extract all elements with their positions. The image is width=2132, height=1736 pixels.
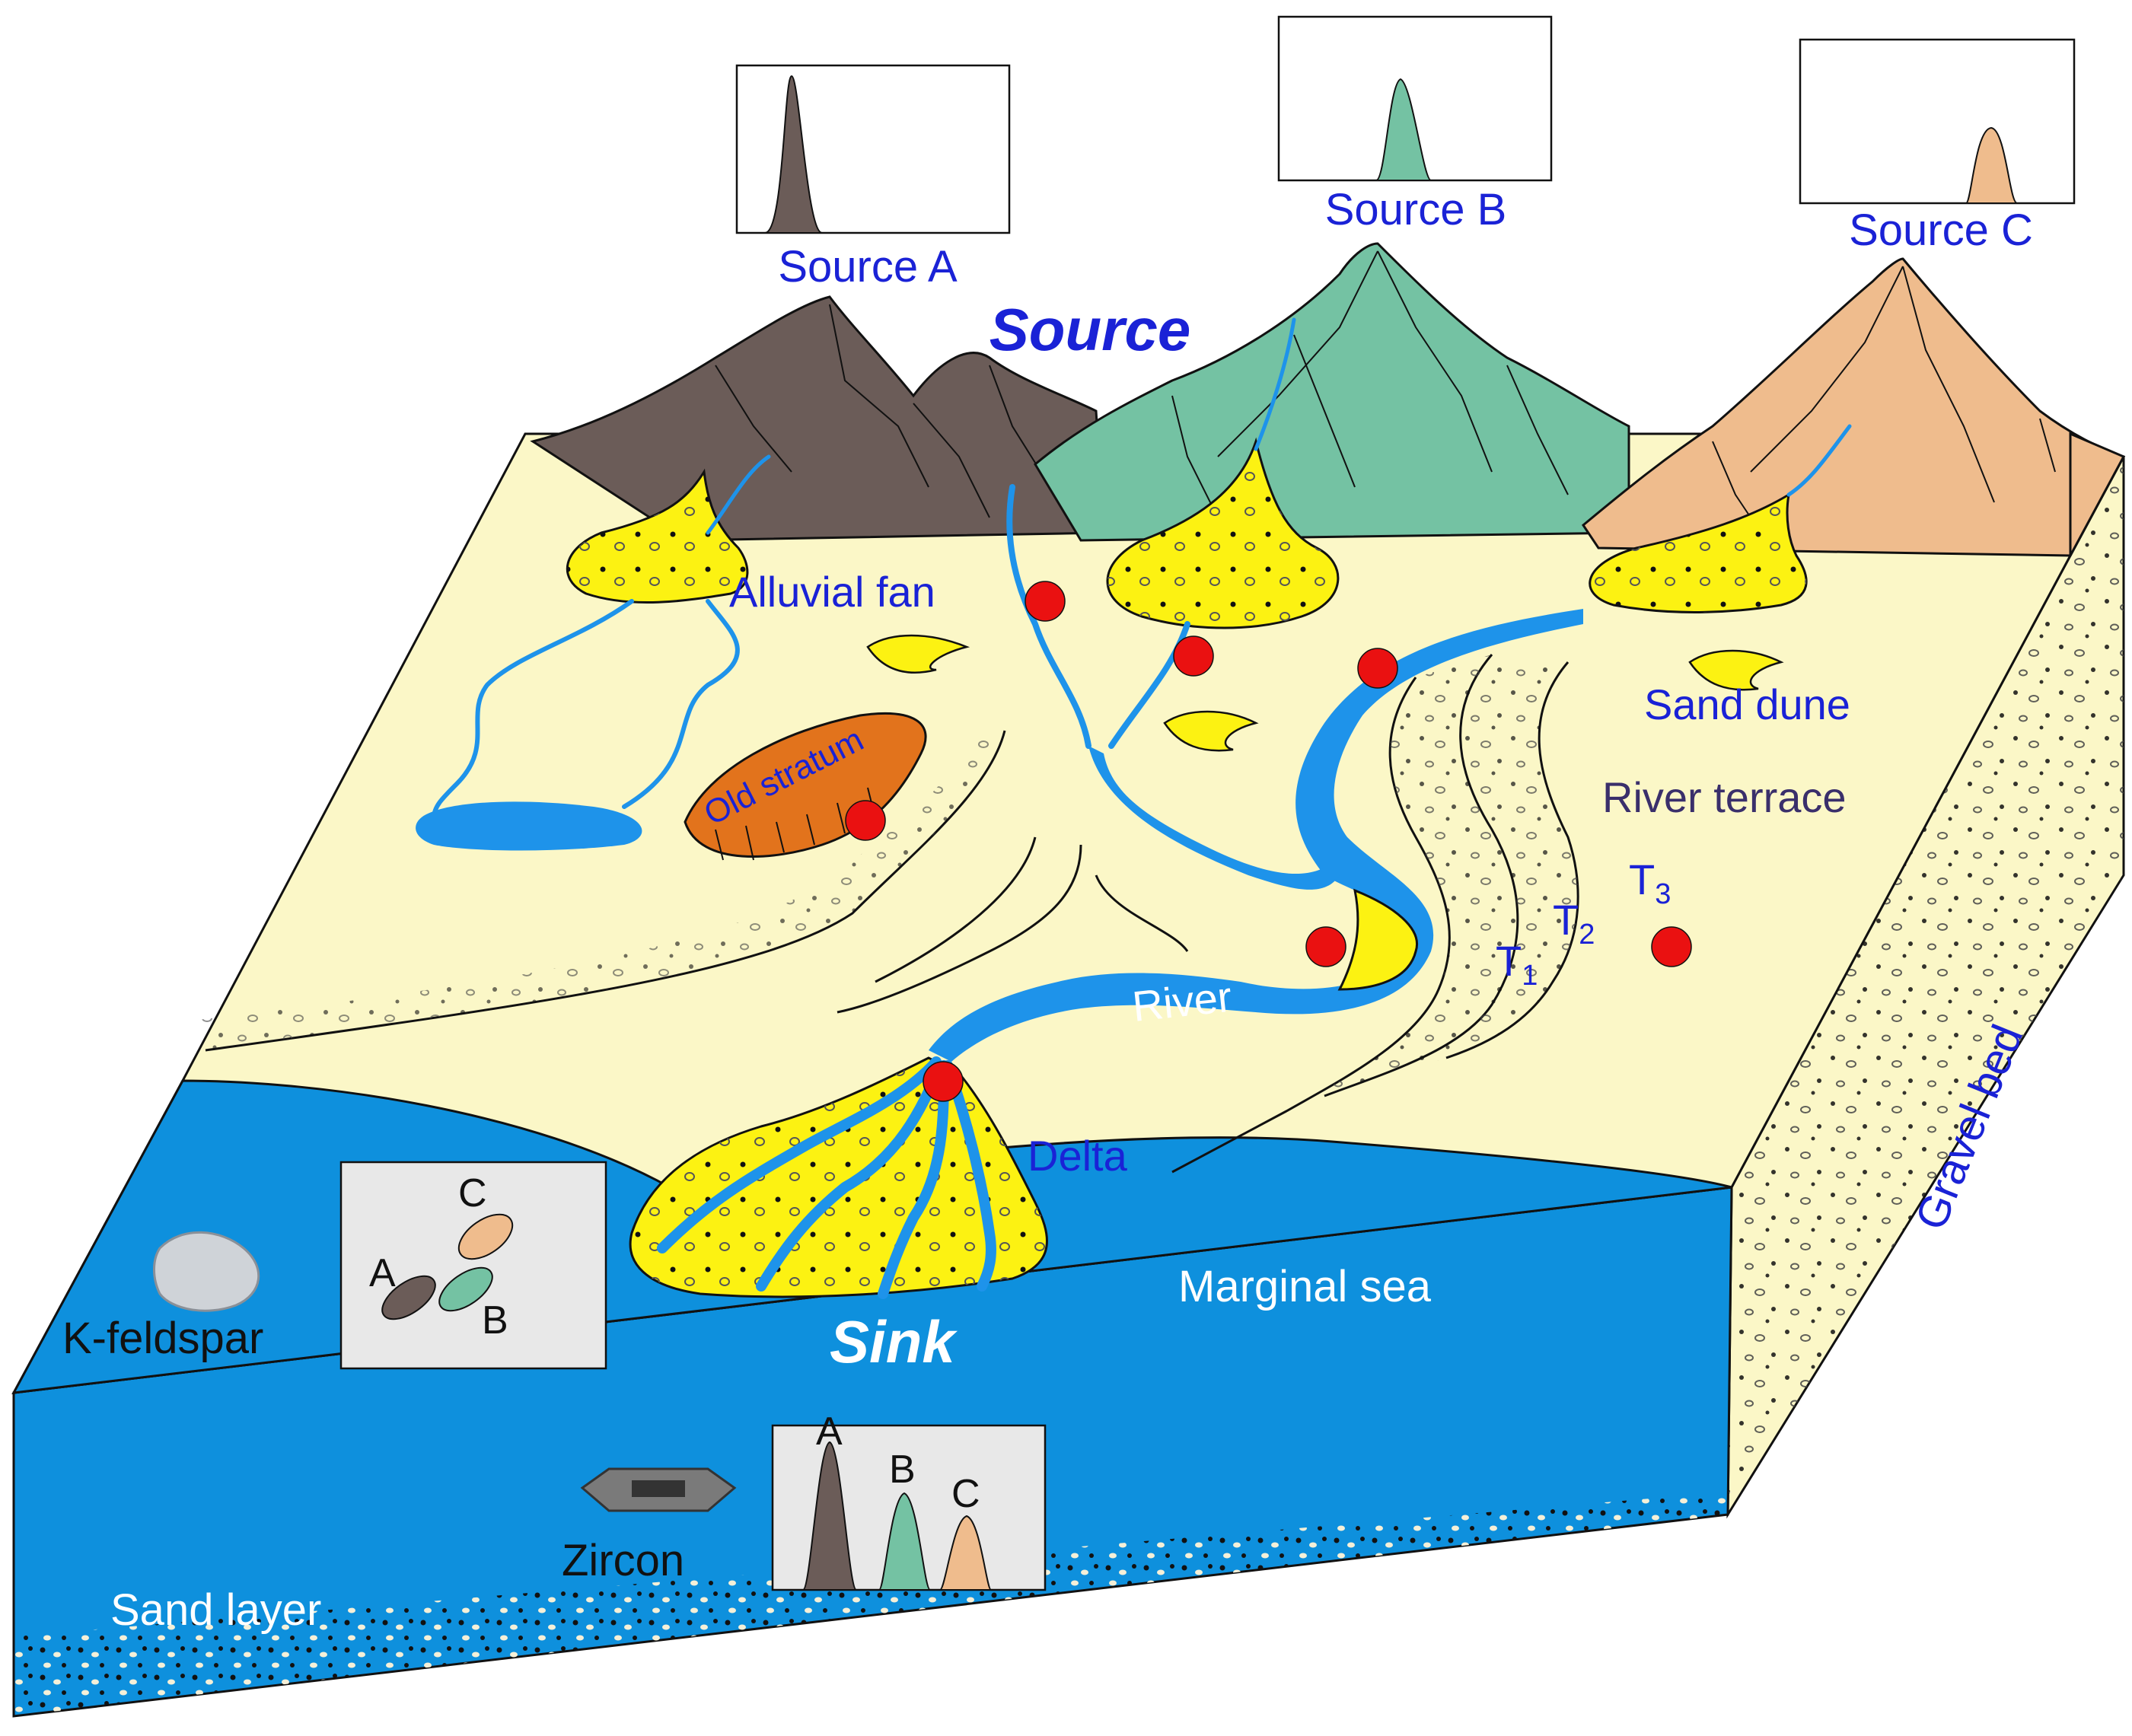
mountain-a-ridges (715, 304, 1051, 518)
label-zircon: Zircon (562, 1536, 684, 1585)
label-source-a: Source A (778, 242, 958, 291)
k-feldspar-inset: C A B (339, 1161, 607, 1370)
label-river: River (1130, 973, 1235, 1030)
sample-points (845, 581, 1692, 1102)
label-t2: T2 (1553, 896, 1595, 951)
delta-channels (657, 1056, 996, 1299)
streams (432, 317, 1852, 820)
label-sand-dune: Sand dune (1644, 680, 1850, 728)
label-source-b: Source B (1325, 185, 1507, 234)
mountain-source-c (1582, 257, 2126, 557)
block-right-top-edge (2069, 432, 2126, 556)
river-tributary (1088, 746, 1340, 890)
mountain-source-a (530, 295, 1105, 542)
k-feldspar-icon (153, 1231, 260, 1312)
label-source-title: Source (990, 296, 1190, 363)
zircon-peak-a (802, 1441, 857, 1591)
zircon-label-b: B (889, 1448, 916, 1492)
source-a-inset (735, 64, 1011, 234)
zircon-label-a: A (816, 1410, 843, 1454)
label-t1: T1 (1496, 937, 1538, 992)
terrace-gravel-t1 (1286, 655, 1518, 1111)
river (929, 609, 1583, 1062)
sand-layer-pattern (14, 1492, 1732, 1716)
label-alluvial-fan: Alluvial fan (729, 568, 935, 616)
gravel-bed-pattern (1728, 457, 2124, 1515)
terrace-gravel-left (198, 731, 1005, 1050)
feldspar-ellipse-a (381, 1275, 436, 1320)
label-delta: Delta (1028, 1132, 1128, 1180)
label-k-feldspar: K-feldspar (62, 1314, 263, 1363)
source-c-inset (1799, 38, 2076, 205)
label-source-c: Source C (1849, 205, 2033, 255)
source-b-inset (1277, 15, 1553, 182)
lake (416, 801, 642, 851)
terrace-gravel-t2 (1324, 655, 1579, 1096)
feldspar-ellipse-c (457, 1213, 514, 1260)
label-t3: T3 (1629, 855, 1671, 910)
label-sand-layer: Sand layer (110, 1585, 321, 1635)
zircon-peak-b (878, 1492, 931, 1591)
zircon-inset: A B C (771, 1410, 1047, 1591)
zircon-icon (580, 1467, 737, 1512)
label-marginal-sea: Marginal sea (1178, 1262, 1432, 1311)
zircon-label-c: C (951, 1472, 980, 1516)
label-sink-title: Sink (830, 1308, 958, 1375)
feldspar-ellipse-b (438, 1266, 493, 1312)
mountain-b-ridges (1171, 250, 1569, 518)
sand-dunes (866, 634, 1784, 752)
point-bar (1337, 888, 1418, 991)
feldspar-label-a: A (369, 1251, 396, 1295)
mountain-source-b (1034, 242, 1630, 542)
feldspar-label-b: B (482, 1298, 508, 1343)
label-river-terrace: River terrace (1602, 773, 1847, 821)
feldspar-label-c: C (458, 1171, 487, 1215)
zircon-peak-c (939, 1515, 992, 1591)
